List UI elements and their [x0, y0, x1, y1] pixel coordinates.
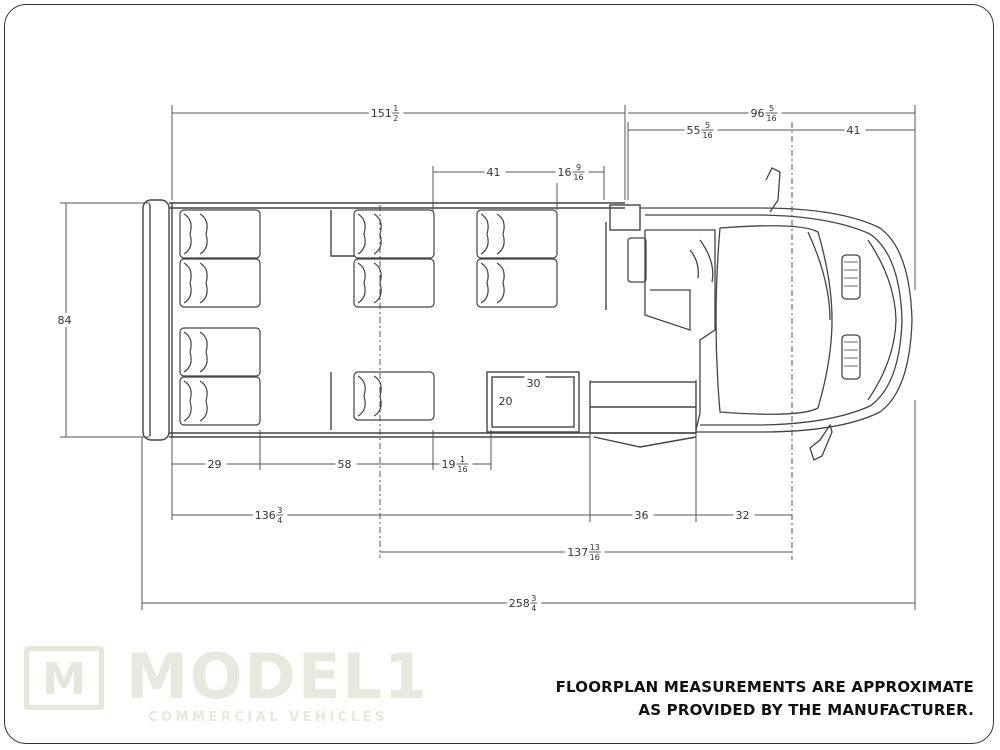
- lift-box: [486, 371, 580, 433]
- dim-denominator: 16: [590, 553, 600, 562]
- dim-whole: 58: [338, 458, 352, 471]
- model1-logo: M MODEL1 COMMERCIAL VEHICLES: [24, 640, 427, 728]
- dim-whole: 19: [442, 458, 456, 471]
- dim-denominator: 16: [766, 114, 776, 123]
- dim-denominator: 16: [702, 131, 712, 140]
- seat: [179, 209, 261, 259]
- logo-wordmark: MODEL1: [126, 640, 429, 713]
- logo-subtitle: COMMERCIAL VEHICLES: [148, 710, 388, 725]
- dim-whole: 137: [567, 546, 588, 559]
- dim-label-30: 30: [524, 376, 546, 390]
- dim-label-84: 84: [55, 313, 77, 327]
- rear-bumper: [142, 199, 170, 441]
- seat: [476, 258, 558, 308]
- dim-label-29: 29: [205, 457, 227, 471]
- dim-whole: 151: [371, 107, 392, 120]
- seat: [353, 258, 435, 308]
- dim-whole: 136: [255, 509, 276, 522]
- seat: [179, 258, 261, 308]
- seat: [476, 209, 558, 259]
- passenger-seats: [179, 209, 558, 426]
- dim-whole: 258: [509, 597, 530, 610]
- dim-numerator: 1: [393, 104, 398, 113]
- dim-denominator: 4: [531, 604, 536, 613]
- dim-numerator: 1: [460, 455, 465, 464]
- dim-numerator: 5: [705, 121, 710, 130]
- dim-denominator: 4: [277, 516, 282, 525]
- dim-whole: 41: [847, 124, 861, 137]
- seat: [179, 376, 261, 426]
- dim-label-36: 36: [632, 508, 654, 522]
- dim-label-32: 32: [733, 508, 755, 522]
- seat: [353, 209, 435, 259]
- mirror-bottom: [809, 423, 833, 461]
- cab: [627, 167, 913, 461]
- seat: [179, 327, 261, 377]
- logo-badge-letter: M: [42, 654, 86, 705]
- dim-label-96: 96 516: [748, 102, 782, 124]
- seat: [353, 371, 435, 421]
- dim-whole: 96: [751, 107, 765, 120]
- dim-whole: 41: [487, 166, 501, 179]
- dim-denominator: 2: [393, 114, 398, 123]
- dim-whole: 16: [558, 166, 572, 179]
- logo-badge: M: [24, 646, 104, 710]
- dim-whole: 29: [208, 458, 222, 471]
- dim-numerator: 3: [531, 594, 536, 603]
- dim-whole: 32: [736, 509, 750, 522]
- page-frame: [4, 4, 994, 744]
- dim-label-41-top: 41: [844, 123, 866, 137]
- dim-label-19: 19 116: [439, 453, 473, 475]
- dim-whole: 30: [527, 377, 541, 390]
- dim-label-58: 58: [335, 457, 357, 471]
- disclaimer: FLOORPLAN MEASUREMENTS ARE APPROXIMATE A…: [556, 676, 974, 722]
- dim-label-41-mid: 41: [484, 165, 506, 179]
- dim-numerator: 9: [576, 163, 581, 172]
- dim-numerator: 3: [277, 506, 282, 515]
- mirror-top: [765, 167, 781, 213]
- dim-whole: 36: [635, 509, 649, 522]
- dim-numerator: 13: [590, 543, 600, 552]
- dim-denominator: 16: [457, 465, 467, 474]
- dim-label-20: 20: [496, 394, 518, 408]
- dim-whole: 20: [499, 395, 513, 408]
- dim-whole: 84: [58, 314, 72, 327]
- disclaimer-line-1: FLOORPLAN MEASUREMENTS ARE APPROXIMATE: [555, 678, 974, 696]
- dim-denominator: 16: [573, 173, 583, 182]
- dim-whole: 55: [687, 124, 701, 137]
- disclaimer-line-2: AS PROVIDED BY THE MANUFACTURER.: [638, 701, 974, 719]
- dim-numerator: 5: [769, 104, 774, 113]
